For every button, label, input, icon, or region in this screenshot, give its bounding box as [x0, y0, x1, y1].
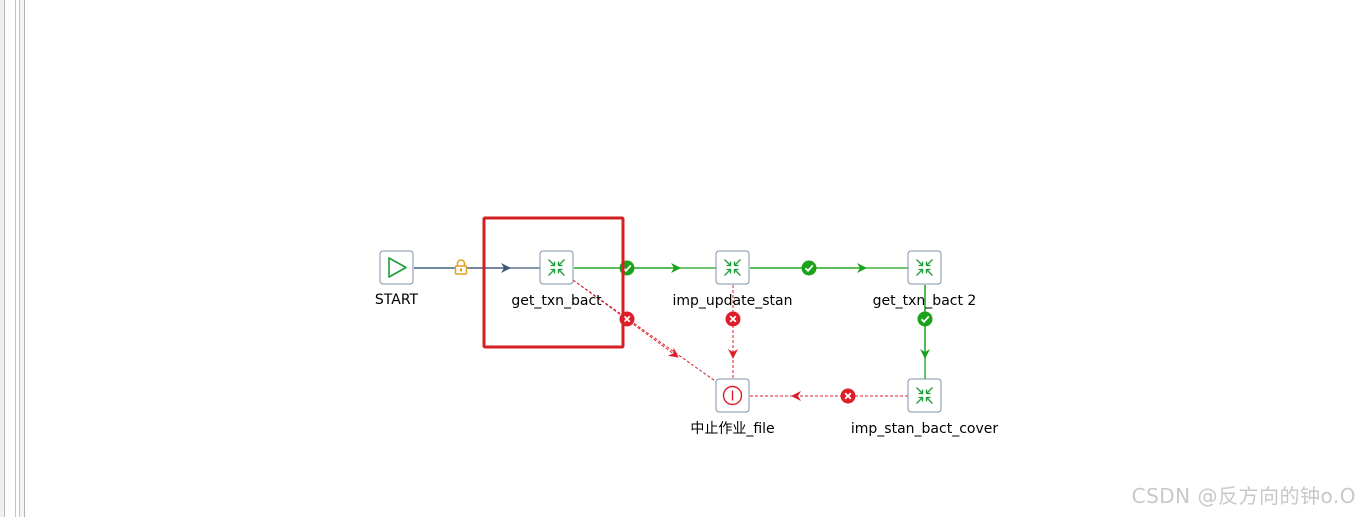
highlight-box: [482, 216, 625, 349]
node-label: START: [375, 292, 419, 308]
node-imp-update-stan[interactable]: imp_update_stan: [673, 250, 793, 309]
node-get-txn-bact[interactable]: get_txn_bact: [511, 250, 602, 309]
node-label: get_txn_bact: [511, 293, 602, 309]
node-start[interactable]: START: [375, 250, 419, 308]
node-abort-job-file[interactable]: 中止作业_file: [690, 378, 775, 437]
node-label: get_txn_bact 2: [873, 293, 977, 309]
left-panel-border: [0, 0, 25, 517]
node-label: 中止作业_file: [690, 421, 774, 437]
check-circle-icon: [801, 260, 817, 276]
arrows-inward-icon: [724, 259, 741, 276]
arrows-inward-icon: [916, 259, 933, 276]
x-circle-icon: [840, 388, 856, 404]
node-get-txn-bact-2[interactable]: get_txn_bact 2: [873, 250, 977, 309]
arrows-inward-icon: [548, 259, 565, 276]
arrows-inward-icon: [916, 387, 933, 404]
check-circle-icon: [917, 311, 933, 327]
x-circle-icon: [725, 311, 741, 327]
node-label: imp_stan_bact_cover: [851, 421, 998, 437]
watermark: CSDN @反方向的钟o.O: [1131, 484, 1356, 508]
node-label: imp_update_stan: [673, 293, 793, 309]
abort-circle-icon: [722, 385, 743, 406]
node-imp-stan-bact-cover[interactable]: imp_stan_bact_cover: [851, 378, 998, 437]
lock-icon: [454, 259, 468, 275]
play-triangle-icon: [388, 257, 407, 278]
